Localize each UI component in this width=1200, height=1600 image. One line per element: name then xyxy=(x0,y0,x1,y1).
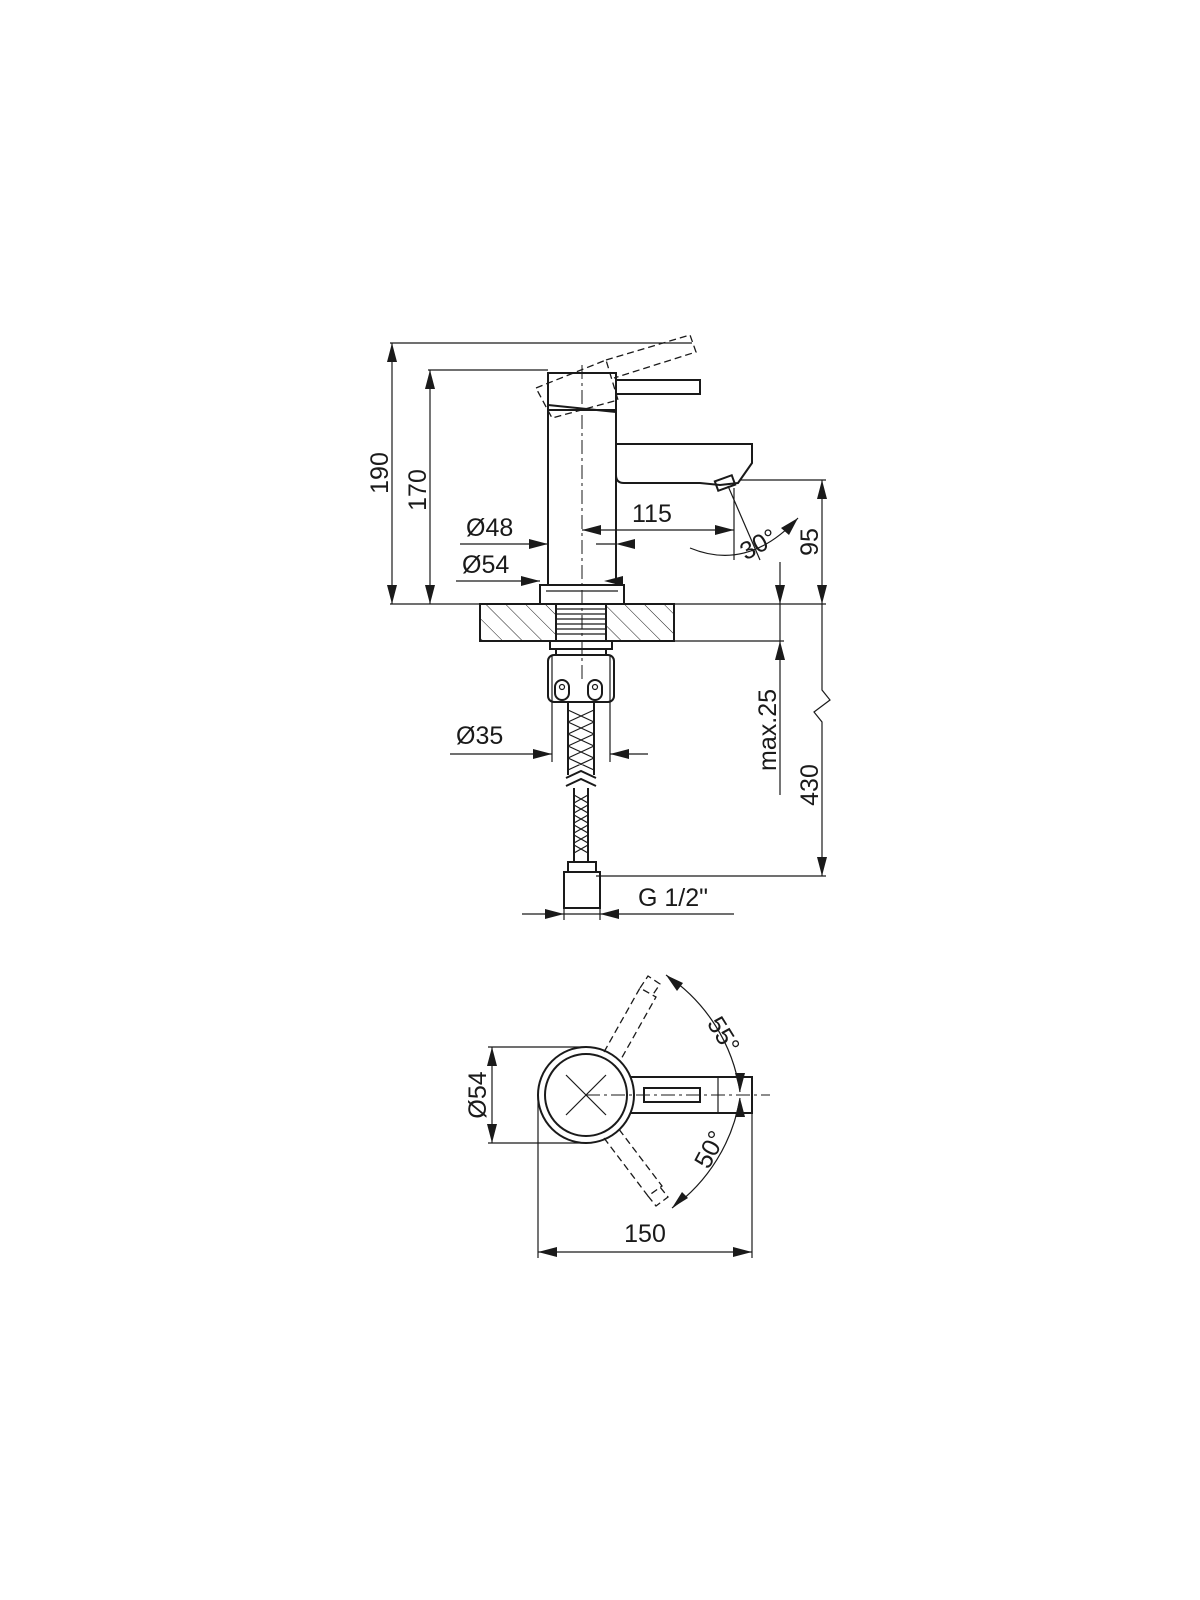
dim-max-25: max.25 xyxy=(754,562,785,795)
dim-hose-430: 430 xyxy=(596,604,831,877)
dim-text-50deg: 50° xyxy=(689,1126,731,1173)
top-handle-rotated-down xyxy=(603,1127,669,1207)
dim-text-30deg: 30° xyxy=(735,523,782,565)
dim-height-190: 190 xyxy=(366,342,692,605)
dim-angle-30: 30° xyxy=(689,485,799,566)
dim-thread-g12: G 1/2" xyxy=(522,884,734,920)
top-handle-rotated-up xyxy=(603,975,661,1062)
front-view: 190 170 Ø48 Ø54 xyxy=(366,334,831,920)
dim-top-diameter-54: Ø54 xyxy=(464,1046,586,1144)
mounting-nut xyxy=(547,640,615,703)
dim-reach-115: 115 xyxy=(582,488,735,560)
dim-text-top-d54: Ø54 xyxy=(464,1071,492,1118)
dim-text-170: 170 xyxy=(404,469,432,511)
dim-text-95: 95 xyxy=(796,528,824,556)
dim-diameter-35: Ø35 xyxy=(450,655,648,762)
dim-height-95: 95 xyxy=(740,479,827,604)
dim-text-g12: G 1/2" xyxy=(638,884,708,912)
dim-text-55deg: 55° xyxy=(701,1012,745,1059)
braided-hose xyxy=(563,702,601,909)
dim-diameter-54: Ø54 xyxy=(456,551,623,586)
dim-text-190: 190 xyxy=(366,452,394,494)
dim-text-430: 430 xyxy=(796,764,824,806)
dim-angle-50: 50° xyxy=(671,1097,745,1209)
countertop-section xyxy=(479,603,675,642)
dim-text-d35: Ø35 xyxy=(456,722,503,750)
dim-angle-55: 55° xyxy=(665,974,745,1093)
faucet-body xyxy=(535,334,753,680)
dim-text-d54: Ø54 xyxy=(462,551,509,579)
dim-text-max25: max.25 xyxy=(754,689,782,771)
dim-length-150: 150 xyxy=(537,1095,753,1258)
dim-diameter-48: Ø48 xyxy=(460,514,635,549)
dim-text-150: 150 xyxy=(624,1220,666,1248)
top-view: 55° 50° Ø54 150 xyxy=(464,974,770,1258)
dim-text-d48: Ø48 xyxy=(466,514,513,542)
dim-text-115: 115 xyxy=(632,500,672,528)
dim-height-170: 170 xyxy=(404,369,548,604)
